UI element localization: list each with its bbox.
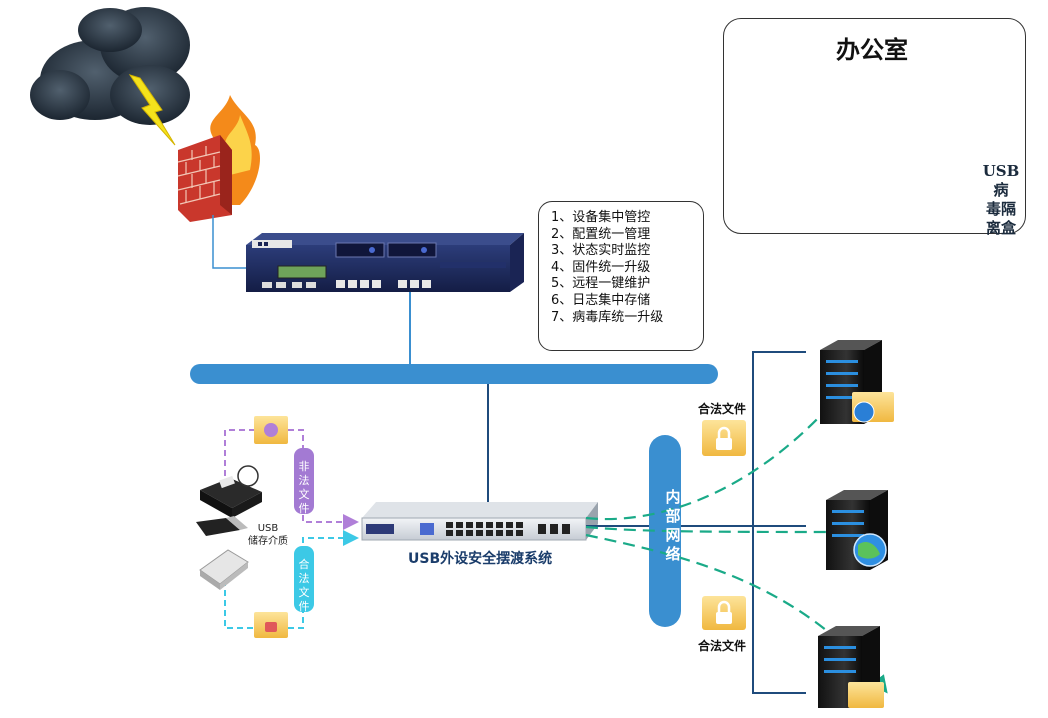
internal-network-label: 内 部 网 络	[664, 488, 682, 564]
internal-network-char: 络	[665, 545, 681, 563]
ferry-system-label: USB外设安全摆渡系统	[408, 551, 553, 567]
illegal-path-top	[224, 429, 255, 498]
usb-card-reader-icon	[200, 465, 262, 518]
illegal-tag-char: 件	[298, 502, 310, 515]
internal-network-char: 网	[665, 526, 681, 544]
legal-file-label-bottom: 合法文件	[698, 639, 747, 653]
locked-folder-icon	[852, 392, 894, 423]
legal-path-bottom	[224, 580, 255, 629]
firewall-icon	[177, 95, 260, 222]
feature-list: 1、设备集中管控 2、配置统一管理 3、状态实时监控 4、固件统一升级 5、远程…	[538, 201, 704, 351]
usb-isolation-line: 离盒	[985, 219, 1016, 237]
firewall-link	[212, 215, 262, 269]
usb-media-line: 储存介质	[248, 536, 288, 547]
feature-item: 4、固件统一升级	[551, 259, 651, 275]
flow-to-server-2	[585, 525, 851, 534]
office-intranet-label: 内部网络	[838, 141, 882, 154]
usb-isolation-box-label: USB病 毒隔 离盒	[978, 162, 1024, 238]
legal-tag-char: 法	[298, 572, 310, 585]
office-panel	[723, 18, 1026, 234]
management-server-rack-icon	[246, 233, 524, 292]
server-bracket	[752, 351, 806, 694]
illegal-tag-char: 法	[298, 474, 310, 487]
legal-tag-char: 文	[298, 586, 310, 599]
illegal-tag-char: 非	[298, 460, 310, 473]
office-title: 办公室	[836, 36, 908, 64]
feature-item: 2、配置统一管理	[551, 226, 651, 242]
feature-item: 3、状态实时监控	[551, 243, 651, 259]
illegal-file-tag	[294, 448, 314, 514]
storm-cloud-icon	[30, 7, 190, 146]
locked-folder-icon	[254, 612, 288, 638]
globe-icon	[853, 533, 887, 567]
internal-network-char: 部	[665, 507, 681, 525]
legal-file-label-top: 合法文件	[698, 402, 747, 416]
feature-item: 6、日志集中存储	[551, 292, 651, 308]
internal-network-char: 内	[665, 488, 681, 506]
legal-tag-char: 合	[298, 558, 310, 571]
flow-to-server-1	[585, 366, 863, 521]
usb-isolation-line: USB病	[982, 162, 1020, 199]
legal-file-tag	[294, 546, 314, 612]
illegal-file-tag-text: 非 法 文 件	[297, 460, 311, 516]
feature-item: 5、远程一键维护	[551, 276, 651, 292]
folder-icon	[848, 682, 884, 708]
network-bus	[190, 364, 718, 384]
locked-folder-icon	[702, 420, 746, 456]
usb-media-label: USB 储存介质	[242, 522, 294, 548]
usb-flash-drive-icon	[196, 516, 248, 536]
illegal-tag-char: 文	[298, 488, 310, 501]
usb-ferry-appliance-icon	[361, 502, 598, 541]
legal-tag-char: 件	[298, 600, 310, 613]
virus-folder-icon	[254, 416, 288, 444]
feature-item: 1、设备集中管控	[551, 210, 651, 225]
locked-folder-icon	[702, 596, 746, 630]
usb-isolation-line: 毒隔	[985, 200, 1016, 218]
external-hard-drive-icon	[199, 549, 249, 590]
usb-media-line: USB	[257, 523, 279, 534]
legal-file-tag-text: 合 法 文 件	[297, 558, 311, 614]
feature-item: 7、病毒库统一升级	[551, 309, 664, 325]
